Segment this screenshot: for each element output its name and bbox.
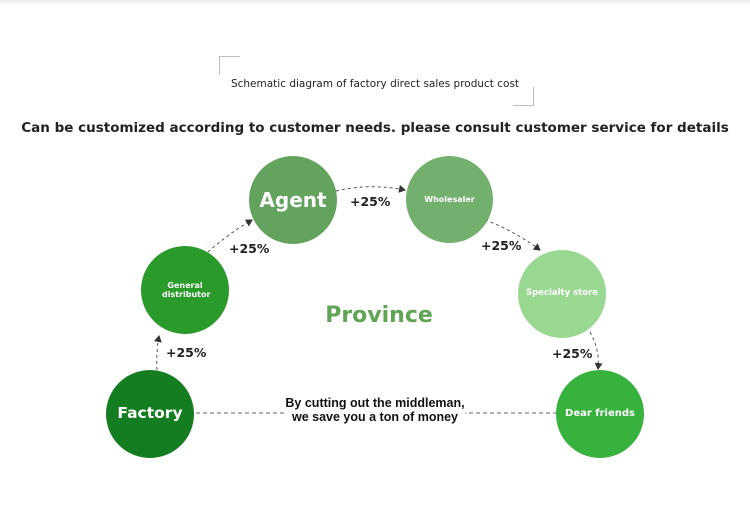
markup-wholesaler-to-store: +25% — [481, 238, 522, 253]
node-factory-label: Factory — [117, 404, 183, 423]
connector-store-to-friends — [589, 331, 603, 370]
markup-store-to-friends: +25% — [552, 346, 593, 361]
node-dear-friends-label: Dear friends — [565, 408, 635, 420]
connector-factory-to-distributor — [153, 335, 162, 371]
node-specialty-store: Specialty store — [518, 250, 606, 338]
bypass-note: By cutting out the middleman, we save yo… — [285, 396, 465, 424]
markup-distributor-to-agent: +25% — [229, 241, 270, 256]
node-factory: Factory — [106, 370, 194, 458]
node-agent-label: Agent — [259, 187, 327, 212]
top-band — [0, 0, 750, 6]
center-label: Province — [325, 303, 433, 328]
title-bracket-bottom-right — [513, 87, 534, 106]
markup-agent-to-wholesaler: +25% — [350, 194, 391, 209]
title-bracket-top-left — [219, 56, 240, 75]
node-wholesaler-label: Wholesaler — [424, 194, 475, 204]
node-specialty-store-label: Specialty store — [525, 288, 599, 299]
node-wholesaler: Wholesaler — [406, 156, 493, 243]
node-general-distributor: General distributor — [141, 246, 229, 334]
node-general-distributor-label: General distributor — [162, 280, 211, 299]
connector-agent-to-wholesaler — [335, 184, 406, 193]
node-dear-friends: Dear friends — [556, 370, 644, 458]
diagram-title: Schematic diagram of factory direct sale… — [230, 78, 520, 90]
node-agent: Agent — [249, 156, 337, 244]
connector-distributor-to-agent — [207, 219, 253, 253]
diagram-subtitle: Can be customized according to customer … — [21, 120, 729, 136]
markup-factory-to-distributor: +25% — [166, 345, 207, 360]
